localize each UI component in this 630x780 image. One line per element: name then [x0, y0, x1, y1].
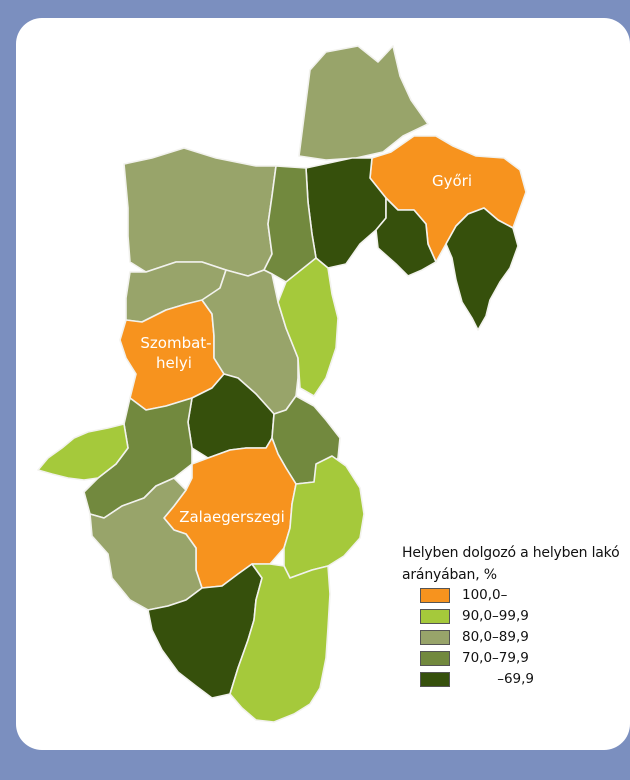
region-north-top: [298, 45, 429, 161]
label-szombathelyi-line2: helyi: [156, 354, 192, 372]
legend-title-line1: Helyben dolgozó a helyben lakó: [402, 545, 620, 561]
legend-label: 70,0–79,9: [462, 650, 529, 666]
label-zalaegerszegi: Zalaegerszegi: [179, 508, 285, 526]
legend-label: 100,0–: [462, 587, 508, 603]
region-zala-se-light: [229, 563, 331, 723]
legend-item: 70,0–79,9: [402, 649, 622, 670]
legend-swatch: [420, 672, 450, 687]
region-north-dark-b: [375, 197, 437, 277]
legend-title: Helyben dolgozó a helyben lakó arányában…: [402, 542, 622, 586]
legend-item: 90,0–99,9: [402, 607, 622, 628]
legend-swatch: [420, 588, 450, 603]
label-gyori: Győri: [432, 172, 472, 190]
choropleth-map: Győri Szombat- helyi Zalaegerszegi: [37, 45, 527, 723]
legend-swatch: [420, 630, 450, 645]
region-zala-east-light: [283, 455, 365, 579]
region-zala-far-west: [37, 423, 129, 481]
legend-item: 100,0–: [402, 586, 622, 607]
legend-swatch: [420, 651, 450, 666]
legend-label: –69,9: [497, 671, 534, 687]
legend-swatch: [420, 609, 450, 624]
map-panel: Győri Szombat- helyi Zalaegerszegi Helyb…: [16, 18, 630, 750]
legend-title-line2: arányában, %: [402, 567, 497, 583]
label-szombathelyi-line1: Szombat-: [140, 334, 211, 352]
legend-label: 80,0–89,9: [462, 629, 529, 645]
region-zala-sw: [89, 477, 203, 611]
region-vas-east-light: [277, 257, 339, 397]
legend-item: –69,9: [402, 670, 622, 691]
region-north-dark-c: [445, 207, 519, 331]
legend-label: 90,0–99,9: [462, 608, 529, 624]
map-legend: Helyben dolgozó a helyben lakó arányában…: [402, 542, 622, 691]
region-vas-nw: [123, 147, 277, 277]
legend-item: 80,0–89,9: [402, 628, 622, 649]
